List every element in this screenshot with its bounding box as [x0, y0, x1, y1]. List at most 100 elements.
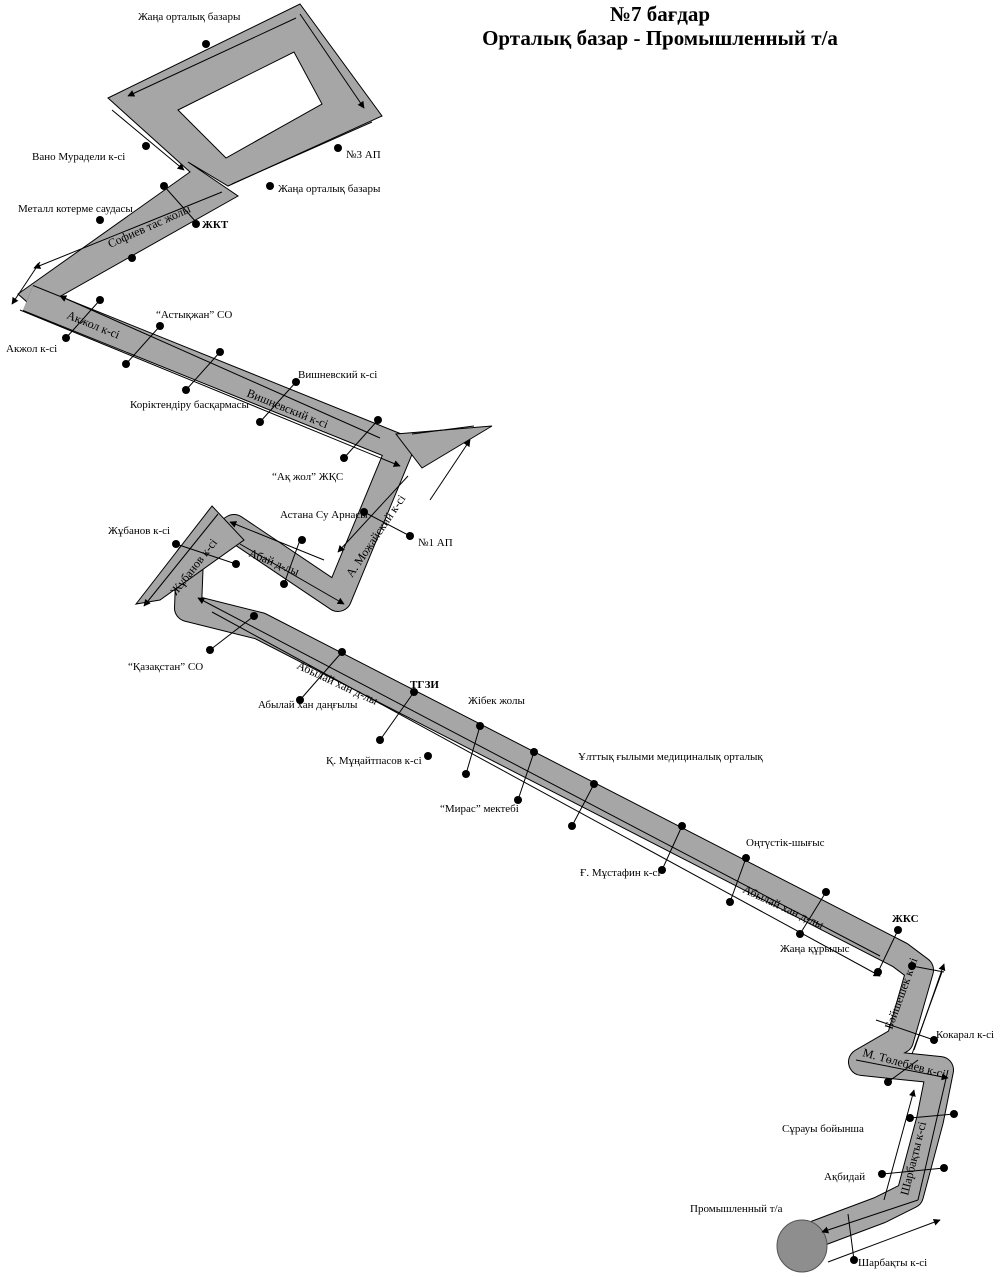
- stop-dot: [878, 1170, 886, 1178]
- stop-label-astykzhan: “Астықжан” СО: [156, 309, 232, 321]
- stop-label-astana-su: Астана Су Арнасы: [280, 509, 368, 521]
- stop-dot: [206, 646, 214, 654]
- stop-dot: [590, 780, 598, 788]
- stop-dot: [296, 696, 304, 704]
- stop-dot: [142, 142, 150, 150]
- stop-dot: [894, 926, 902, 934]
- stop-dot: [128, 254, 136, 262]
- route-band-main: [22, 285, 954, 1254]
- stop-label-zhubanov: Жұбанов к-сі: [108, 525, 170, 537]
- stop-dot: [726, 898, 734, 906]
- stop-dot: [678, 822, 686, 830]
- cross-streets: [65, 185, 955, 1261]
- stop-dot: [530, 748, 538, 756]
- cross-street-line: [299, 651, 343, 701]
- stop-label-vishnevsky: Вишневский к-сі: [298, 369, 377, 381]
- stop-dot: [256, 418, 264, 426]
- route-band-zhubanov-spike: [134, 505, 245, 605]
- direction-arrow: [229, 521, 325, 561]
- stop-dot: [96, 216, 104, 224]
- stop-dot: [334, 144, 342, 152]
- stop-dot: [658, 866, 666, 874]
- stop-dot: [406, 532, 414, 540]
- cross-street-line: [661, 825, 683, 871]
- stop-dot: [360, 508, 368, 516]
- stop-dot: [822, 888, 830, 896]
- stop-dot: [906, 1114, 914, 1122]
- stop-label-miras: “Мирас” мектебі: [440, 803, 519, 815]
- cross-street-line: [571, 783, 595, 827]
- route-band-main-fill: [23, 285, 953, 1253]
- direction-arrow: [33, 191, 223, 269]
- direction-arrow: [143, 513, 219, 607]
- stop-label-mustafin: Ғ. Мұстафин к-сі: [580, 867, 660, 879]
- stop-dot: [850, 1256, 858, 1264]
- stop-dot: [930, 1036, 938, 1044]
- cross-street-line: [847, 1213, 855, 1261]
- stop-dot: [884, 1078, 892, 1086]
- stop-label-sharbakty: Шарбақты к-сі: [858, 1257, 927, 1269]
- stop-label-ontustik: Оңтүстік-шығыс: [746, 837, 825, 849]
- stop-dot: [122, 360, 130, 368]
- stop-dot: [338, 648, 346, 656]
- stop-label-zhana-ortalyk-2: Жаңа орталық базары: [278, 183, 381, 195]
- cross-street-line: [517, 751, 535, 801]
- stop-label-zhana-ortalyk-1: Жаңа орталық базары: [138, 11, 241, 23]
- cross-street-line: [877, 929, 899, 973]
- stop-dot: [250, 612, 258, 620]
- stop-dot: [742, 854, 750, 862]
- direction-arrow: [11, 261, 41, 305]
- cross-street-line: [881, 1167, 945, 1175]
- cross-street-line: [175, 543, 237, 565]
- stop-label-promyshlenny: Промышленный т/а: [690, 1203, 783, 1215]
- direction-arrow: [19, 309, 401, 467]
- direction-arrow: [913, 963, 946, 1051]
- cross-street-line: [911, 965, 945, 973]
- stop-label-vano-muradeli: Вано Мурадели к-сі: [32, 151, 125, 163]
- stop-dot: [298, 536, 306, 544]
- direction-arrow: [429, 439, 471, 501]
- stop-label-ak-zhol-zhks: “Ақ жол” ЖҚС: [272, 471, 343, 483]
- route-band-loop-hole: [177, 51, 323, 159]
- stop-label-zhks: ЖКС: [892, 913, 919, 925]
- stop-dot: [462, 770, 470, 778]
- cross-street-line: [909, 1113, 955, 1119]
- stop-label-zhibek-zholy: Жібек жолы: [468, 695, 526, 707]
- stop-label-ap1: №1 АП: [418, 537, 453, 549]
- route-number-title: №7 бағдар: [609, 2, 711, 26]
- cross-street-line: [799, 891, 827, 935]
- stop-dot: [156, 322, 164, 330]
- stop-dot: [292, 378, 300, 386]
- cross-street-line: [379, 691, 415, 741]
- stop-label-medical-center: Ұлттық ғылыми медициналық орталық: [578, 751, 763, 763]
- cross-street-line: [185, 351, 221, 391]
- stop-dot: [216, 348, 224, 356]
- stop-dot: [172, 540, 180, 548]
- direction-arrow: [111, 109, 185, 171]
- stop-label-tgzi: ТГЗИ: [410, 679, 439, 691]
- stop-dot: [280, 580, 288, 588]
- route-name-title: Орталық базар - Промышленный т/а: [482, 26, 838, 50]
- stop-dot: [160, 182, 168, 190]
- stop-dot: [192, 220, 200, 228]
- stop-dots: [62, 40, 958, 1264]
- direction-arrow: [239, 543, 345, 605]
- stop-dot: [514, 796, 522, 804]
- cross-street-line: [163, 185, 197, 223]
- stop-dot: [908, 962, 916, 970]
- direction-arrow: [59, 295, 381, 439]
- direction-arrow: [821, 1199, 919, 1234]
- stop-dot: [940, 1164, 948, 1172]
- direction-arrow: [337, 475, 409, 553]
- stop-label-abylai-dangyly: Абылай хан даңғылы: [258, 699, 358, 711]
- terminal-marker: [776, 1219, 828, 1273]
- direction-arrow: [855, 1059, 949, 1081]
- direction-arrow: [917, 1069, 949, 1201]
- stop-dot: [424, 752, 432, 760]
- cross-street-line: [125, 325, 161, 365]
- stop-dot: [266, 182, 274, 190]
- cross-street-line: [363, 511, 411, 537]
- stop-dot: [376, 736, 384, 744]
- stop-label-zhkt: ЖКТ: [202, 219, 229, 231]
